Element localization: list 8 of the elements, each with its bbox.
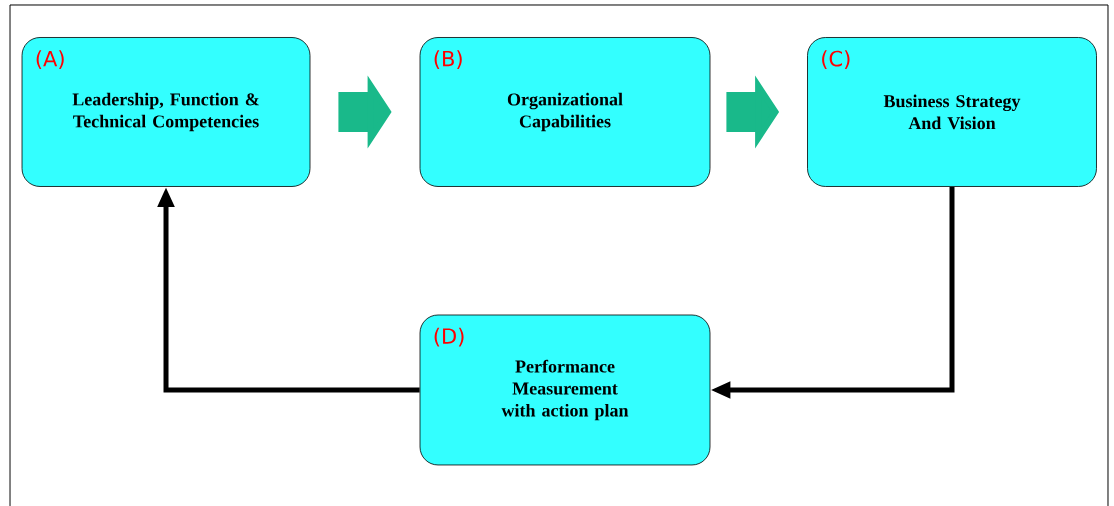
letter-label: (D) (434, 327, 464, 347)
letter-label: (A) (36, 50, 64, 69)
process-box: Business Strategy And Vision (C) (807, 37, 1097, 187)
letter-label: (B) (434, 50, 462, 69)
process-box: Leadership, Function & Technical Competencies (A) (21, 37, 311, 187)
letter-label: (C) (822, 50, 850, 69)
process-box: Organizational Capabilities (B) (419, 37, 711, 187)
process-box: Performance Measurement with action plan (D) (419, 314, 711, 466)
